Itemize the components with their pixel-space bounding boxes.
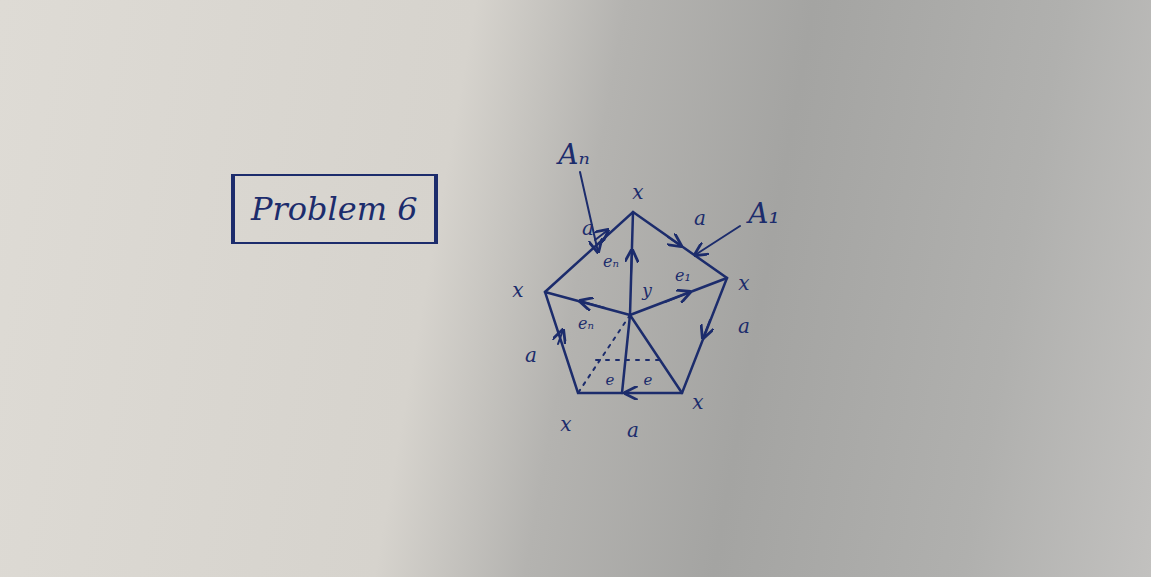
figure-label: e (606, 373, 615, 388)
figure-label: A₁ (748, 200, 779, 228)
spoke (545, 292, 630, 315)
edge-arrow (595, 230, 608, 240)
figure-label: x (632, 182, 643, 202)
pentagon (545, 212, 727, 393)
figure-label: a (738, 316, 750, 336)
title-text: Problem 6 (251, 190, 418, 228)
edge-arrow (625, 392, 638, 394)
figure-label: x (692, 392, 703, 412)
spoke (630, 212, 633, 315)
spoke (622, 315, 630, 393)
spoke (630, 315, 682, 393)
figure-label: e (644, 373, 653, 388)
edge-arrow (558, 330, 563, 344)
spoke-arrow (665, 292, 690, 302)
dashed-spoke (578, 315, 630, 393)
figure-label: a (627, 420, 639, 440)
figure-label: e₁ (675, 268, 691, 284)
figure-label: y (642, 282, 652, 299)
figure-label: Aₙ (558, 141, 590, 169)
title-box: Problem 6 (231, 174, 438, 244)
figure-label: x (560, 414, 571, 434)
figure-label: x (512, 280, 523, 300)
edge-arrow (703, 320, 710, 338)
edge-arrow (668, 237, 681, 246)
figure-label: a (525, 345, 537, 365)
figure-label: eₙ (578, 316, 594, 332)
figure-label: a (582, 218, 594, 238)
spoke-arrow (631, 250, 632, 275)
figure-label: eₙ (603, 254, 619, 270)
figure-label: x (738, 273, 749, 293)
leader-arrow (695, 226, 740, 255)
dashed-line (596, 359, 660, 361)
figure-label: a (694, 208, 706, 228)
spoke-arrow (580, 301, 605, 308)
leader-arrow (580, 172, 598, 252)
